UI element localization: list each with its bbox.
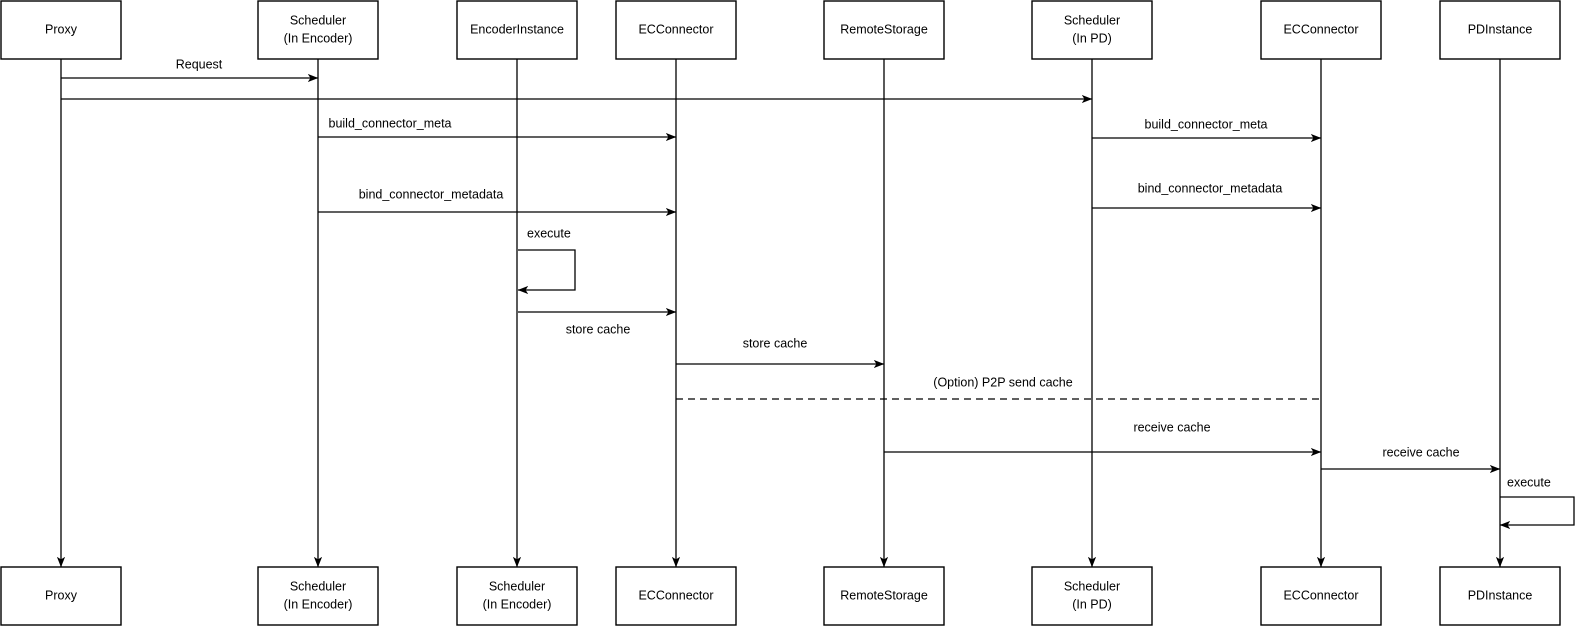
participant-box-frame [1439, 0, 1561, 60]
top-participant-boxes: Proxy Scheduler (In Encoder) EncoderInstanc… [0, 0, 1561, 60]
message-label: Request [176, 57, 223, 71]
message-m11[interactable]: receive cache [1321, 445, 1501, 474]
message-label: receive cache [1133, 420, 1210, 434]
participant-box-bottom-ecconn_enc[interactable]: ECConnector [615, 566, 737, 626]
participant-label-line1: ECConnector [1283, 22, 1358, 36]
participant-box-top-pd_inst[interactable]: PDInstance [1439, 0, 1561, 60]
lifelines-layer [56, 59, 1505, 568]
participant-label-line1: RemoteStorage [840, 22, 928, 36]
participant-label-line1: ECConnector [638, 22, 713, 36]
message-m5[interactable]: bind_connector_metadata [318, 187, 677, 217]
participant-label-line2: (In Encoder) [483, 597, 552, 611]
participant-box-frame [1260, 566, 1382, 626]
message-label: store cache [743, 336, 808, 350]
messages-layer: Request build_connector_meta build_connect… [61, 57, 1501, 474]
participant-label-line1: ECConnector [1283, 588, 1358, 602]
self-message-loop [1499, 496, 1575, 530]
participant-box-top-sched_enc[interactable]: Scheduler (In Encoder) [257, 0, 379, 60]
participant-box-frame [615, 566, 737, 626]
participant-label-line1: ECConnector [638, 588, 713, 602]
message-m1[interactable]: Request [61, 57, 319, 83]
participant-label-line1: Scheduler [1064, 579, 1120, 593]
self-message-loop [517, 249, 576, 295]
message-m6[interactable]: bind_connector_metadata [1092, 181, 1322, 213]
participant-box-frame [0, 566, 122, 626]
message-label: (Option) P2P send cache [933, 375, 1072, 389]
participant-label-line1: EncoderInstance [470, 22, 564, 36]
participant-box-frame [456, 566, 578, 626]
participant-box-top-proxy[interactable]: Proxy [0, 0, 122, 60]
participant-box-top-ecconn_enc[interactable]: ECConnector [615, 0, 737, 60]
message-label: build_connector_meta [1145, 117, 1268, 131]
participant-box-bottom-ecconn_pd[interactable]: ECConnector [1260, 566, 1382, 626]
bottom-participant-boxes: Proxy Scheduler (In Encoder) Scheduler (In E… [0, 566, 1561, 626]
participant-box-frame [823, 566, 945, 626]
participant-box-frame [0, 0, 122, 60]
message-label: store cache [566, 322, 631, 336]
participant-box-frame [1031, 0, 1153, 60]
participant-label-line1: Proxy [45, 588, 78, 602]
participant-box-bottom-pd_inst[interactable]: PDInstance [1439, 566, 1561, 626]
participant-label-line1: PDInstance [1468, 22, 1533, 36]
message-m8[interactable]: store cache [676, 336, 885, 369]
participant-label-line2: (In PD) [1072, 597, 1112, 611]
message-m9[interactable]: (Option) P2P send cache [676, 375, 1321, 400]
message-label: bind_connector_metadata [1138, 181, 1283, 195]
participant-box-frame [823, 0, 945, 60]
participant-box-bottom-encoder_inst[interactable]: Scheduler (In Encoder) [456, 566, 578, 626]
participant-box-top-ecconn_pd[interactable]: ECConnector [1260, 0, 1382, 60]
self-messages-layer: execute execute [517, 226, 1575, 530]
participant-label-line1: Scheduler [290, 13, 346, 27]
participant-box-frame [257, 566, 379, 626]
participant-box-frame [615, 0, 737, 60]
participant-box-top-sched_pd[interactable]: Scheduler (In PD) [1031, 0, 1153, 60]
message-label: bind_connector_metadata [359, 187, 504, 201]
message-m4[interactable]: build_connector_meta [1092, 117, 1322, 143]
participant-box-top-encoder_inst[interactable]: EncoderInstance [456, 0, 578, 60]
self-message-s2[interactable]: execute [1499, 475, 1575, 530]
message-label: build_connector_meta [329, 116, 452, 130]
participant-label-line1: Scheduler [290, 579, 346, 593]
message-m3[interactable]: build_connector_meta [318, 116, 677, 142]
participant-box-top-remote_store[interactable]: RemoteStorage [823, 0, 945, 60]
participant-label-line1: Proxy [45, 22, 78, 36]
participant-box-frame [1439, 566, 1561, 626]
participant-label-line2: (In Encoder) [284, 597, 353, 611]
participant-label-line1: Scheduler [489, 579, 545, 593]
participant-box-bottom-remote_store[interactable]: RemoteStorage [823, 566, 945, 626]
participant-box-frame [257, 0, 379, 60]
participant-label-line1: PDInstance [1468, 588, 1533, 602]
message-label: receive cache [1382, 445, 1459, 459]
self-message-label: execute [527, 226, 571, 240]
participant-box-frame [456, 0, 578, 60]
self-message-s1[interactable]: execute [517, 226, 576, 295]
participant-box-bottom-sched_pd[interactable]: Scheduler (In PD) [1031, 566, 1153, 626]
participant-label-line2: (In PD) [1072, 31, 1112, 45]
participant-box-frame [1031, 566, 1153, 626]
participant-label-line1: RemoteStorage [840, 588, 928, 602]
self-message-label: execute [1507, 475, 1551, 489]
message-m7[interactable]: store cache [518, 307, 677, 336]
participant-label-line2: (In Encoder) [284, 31, 353, 45]
participant-box-bottom-proxy[interactable]: Proxy [0, 566, 122, 626]
message-m10[interactable]: receive cache [884, 420, 1322, 457]
participant-box-frame [1260, 0, 1382, 60]
participant-box-bottom-sched_enc[interactable]: Scheduler (In Encoder) [257, 566, 379, 626]
participant-label-line1: Scheduler [1064, 13, 1120, 27]
